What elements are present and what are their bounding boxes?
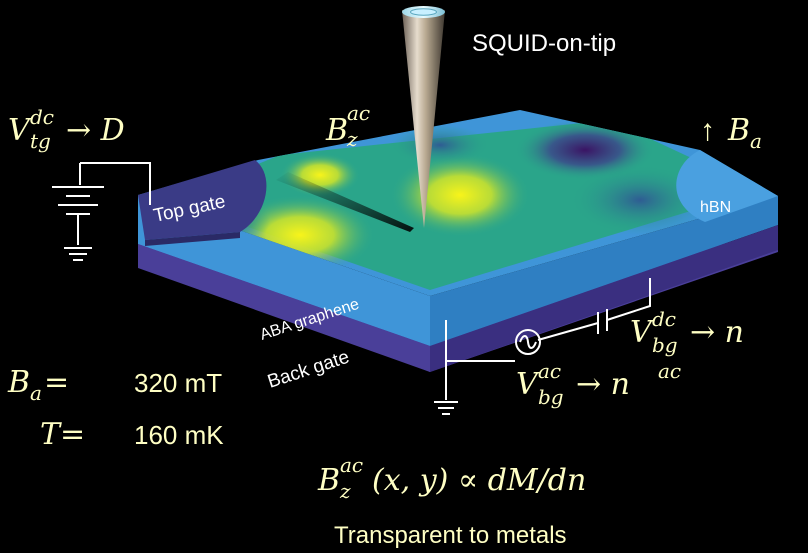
top-gate-pad — [138, 160, 267, 246]
svg-text:→ D: → D — [66, 113, 125, 148]
svg-text:ac: ac — [538, 359, 561, 383]
svg-text:↑: ↑ — [700, 114, 715, 147]
label-vtg-dc: V dc tg → D — [8, 105, 125, 153]
ground-icon-2 — [434, 401, 458, 415]
svg-text:ac: ac — [340, 453, 363, 477]
label-bz-ac: B ac z — [325, 101, 370, 151]
label-ba-arrow: ↑ B a — [700, 113, 762, 153]
label-back-gate: Back gate — [265, 347, 352, 393]
map-blob-yellow-2 — [390, 153, 530, 237]
map-blob-blue-2 — [390, 125, 490, 165]
svg-text:V: V — [516, 367, 541, 402]
back-gate-circuit — [434, 278, 651, 415]
svg-text:160 mK: 160 mK — [134, 420, 224, 450]
map-blob-blue-1 — [570, 165, 710, 235]
svg-text:320 mT: 320 mT — [134, 368, 222, 398]
svg-text:B: B — [7, 365, 30, 400]
map-blob-purple-1 — [515, 120, 655, 180]
svg-text:z: z — [339, 479, 351, 503]
svg-text:ac: ac — [658, 359, 681, 383]
squid-tip-icon — [402, 6, 445, 228]
svg-text:B: B — [325, 113, 348, 148]
svg-text:bg: bg — [538, 385, 564, 409]
ground-icon — [64, 247, 92, 261]
svg-text:→ n: → n — [576, 367, 630, 402]
svg-text:z: z — [346, 127, 358, 151]
svg-text:ac: ac — [347, 101, 370, 125]
svg-text:=: = — [44, 365, 69, 400]
svg-text:a: a — [30, 381, 42, 405]
svg-text:→ n: → n — [690, 315, 744, 350]
label-vbg-ac: V ac bg → n ac — [516, 359, 681, 409]
svg-text:bg: bg — [652, 333, 678, 357]
tip-shadow — [276, 172, 414, 232]
svg-text:a: a — [750, 129, 762, 153]
label-transparent: Transparent to metals — [334, 522, 567, 549]
svg-text:tg: tg — [30, 129, 51, 153]
hbn-pad — [676, 150, 778, 222]
back-gate-front — [138, 244, 430, 372]
svg-text:dc: dc — [652, 307, 676, 331]
label-t-value: T = 160 mK — [40, 417, 224, 452]
substrate-side-right — [430, 196, 778, 346]
ac-source-icon — [515, 329, 541, 355]
label-vbg-dc: V dc bg → n — [630, 307, 744, 357]
svg-text:V: V — [8, 113, 33, 148]
svg-text:B: B — [317, 463, 340, 498]
svg-text:=: = — [60, 417, 85, 452]
label-squid-on-tip: SQUID-on-tip — [472, 30, 616, 57]
label-ba-value: B a = 320 mT — [7, 365, 222, 405]
svg-text:(x, y) ∝ dM/dn: (x, y) ∝ dM/dn — [372, 463, 586, 498]
top-gate-circuit — [52, 162, 151, 261]
svg-text:T: T — [40, 417, 62, 452]
svg-text:B: B — [727, 113, 750, 148]
svg-text:dc: dc — [30, 105, 54, 129]
battery-icon — [52, 186, 104, 215]
label-hbn: hBN — [700, 199, 731, 216]
label-formula: B ac z (x, y) ∝ dM/dn — [317, 453, 586, 503]
svg-text:V: V — [630, 315, 655, 350]
